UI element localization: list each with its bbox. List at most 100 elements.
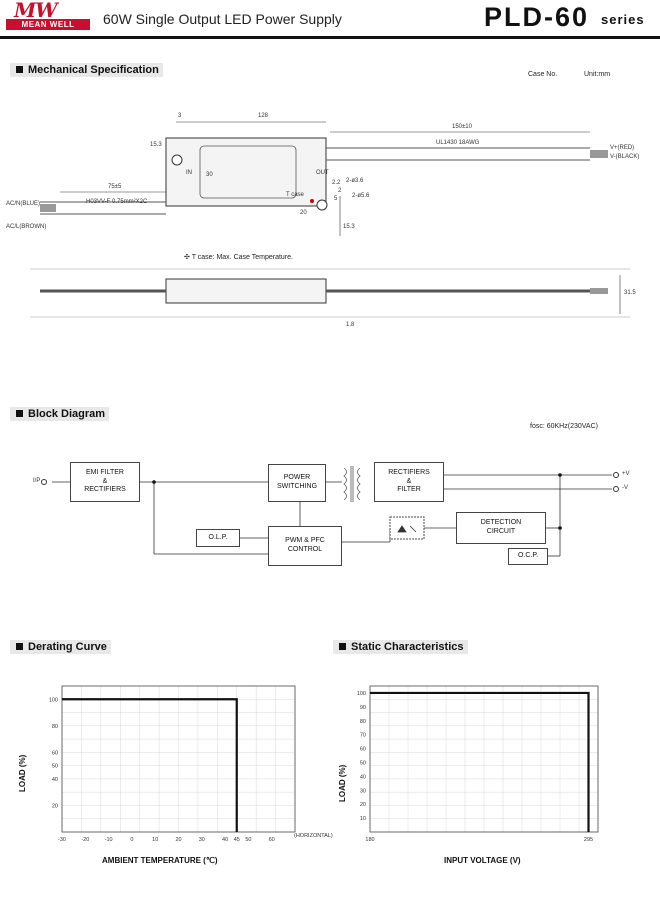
input-wire-tip	[40, 204, 56, 212]
derating-ylabel: LOAD (%)	[18, 754, 27, 792]
dim-output-len: 150±10	[452, 124, 472, 130]
dim-left-3: 3	[178, 113, 182, 119]
derating-x-tick: -10	[105, 837, 113, 843]
model-name: PLD-60	[484, 2, 590, 32]
vminus-label: -V	[622, 485, 628, 491]
mount-hole-right	[316, 199, 328, 211]
tcase-mark: T case	[286, 192, 304, 198]
derating-y-tick: 20	[52, 803, 58, 809]
unit-label: Unit:mm	[584, 71, 611, 78]
static-y-tick: 40	[360, 774, 366, 780]
derating-series-line	[62, 698, 238, 832]
derating-xlabel: AMBIENT TEMPERATURE (℃)	[102, 856, 218, 865]
static-series-line	[370, 691, 590, 832]
derating-y-tick: 60	[52, 750, 58, 756]
derating-plot-frame	[61, 685, 296, 833]
section-mechanical: Mechanical Specification	[10, 63, 163, 77]
tcase-note: ✣ T case: Max. Case Temperature.	[184, 254, 293, 261]
ocp-block: O.C.P.	[508, 548, 548, 565]
bullet-square-icon	[16, 66, 23, 73]
dim-side-31-5: 31.5	[624, 290, 636, 296]
mount-hole-left	[171, 154, 183, 166]
optocoupler-icon	[389, 516, 425, 540]
static-y-tick: 30	[360, 788, 366, 794]
derating-x-tick: 40	[222, 837, 228, 843]
section-derating-curve: Derating Curve	[10, 640, 111, 654]
fosc-label: fosc: 60KHz(230VAC)	[530, 423, 598, 430]
derating-x-tick: 60	[269, 837, 275, 843]
side-output-tip	[590, 288, 608, 294]
dim-right-15-3: 15.3	[343, 224, 355, 230]
page-header: MW MEAN WELL 60W Single Output LED Power…	[0, 0, 660, 39]
case-no-label: Case No.	[528, 71, 558, 78]
static-y-tick: 90	[360, 705, 366, 711]
dim-body-20: 20	[300, 210, 307, 216]
bullet-square-icon	[16, 410, 23, 417]
derating-y-tick: 100	[49, 697, 58, 703]
section-static-characteristics: Static Characteristics	[333, 640, 468, 654]
static-x-tick: 180	[365, 837, 374, 843]
derating-x-tick: 10	[152, 837, 158, 843]
vplus-label: +V	[622, 471, 630, 477]
derating-y-tick: 50	[52, 764, 58, 770]
derating-x-tick: 20	[175, 837, 181, 843]
static-y-tick: 80	[360, 719, 366, 725]
psu-body-top	[165, 137, 327, 207]
out-label: OUT	[316, 170, 329, 176]
section-block-diagram: Block Diagram	[10, 407, 110, 421]
static-plot-frame	[369, 685, 599, 833]
static-y-tick: 100	[357, 691, 366, 697]
output-wire-tip	[590, 150, 608, 158]
document-title: 60W Single Output LED Power Supply	[103, 11, 342, 27]
derating-y-tick: 80	[52, 724, 58, 730]
dim-body-30: 30	[206, 172, 213, 178]
dim-left-15-3: 15.3	[150, 142, 162, 148]
static-y-tick: 10	[360, 816, 366, 822]
derating-x-suffix: (HORIZONTAL)	[294, 833, 333, 839]
dim-side-1-8: 1.8	[346, 322, 355, 328]
static-y-tick: 60	[360, 747, 366, 753]
meanwell-logo: MW MEAN WELL	[6, 0, 92, 30]
ip-label: I/P	[33, 478, 41, 484]
psu-label-area	[199, 145, 297, 199]
derating-x-tick: -30	[58, 837, 66, 843]
dim-hole-b: 2-ø5.6	[352, 193, 370, 199]
dim-right-5: 5	[334, 196, 338, 202]
bullet-square-icon	[16, 643, 23, 650]
emi-filter-block: EMI FILTER&RECTIFIERS	[70, 462, 140, 502]
wire-ac-l: AC/L(BROWN)	[6, 224, 47, 230]
wire-v-minus: V-(BLACK)	[610, 154, 640, 160]
wire-v-plus: V+(RED)	[610, 145, 635, 151]
derating-x-tick: -20	[81, 837, 89, 843]
logo-text: MEAN WELL	[6, 19, 90, 30]
dim-output-cable: UL1430 18AWG	[436, 140, 480, 146]
derating-x-tick: 45	[234, 837, 240, 843]
rectifier-filter-block: RECTIFIERS&FILTER	[374, 462, 444, 502]
block-diagram-wires	[41, 466, 619, 557]
dim-right-2: 2	[338, 188, 342, 194]
static-y-tick: 50	[360, 760, 366, 766]
dim-hole-a: 2-ø3.6	[346, 178, 364, 184]
tcase-note-icon: ✣	[184, 254, 192, 261]
wire-ac-n: AC/N(BLUE)	[6, 201, 41, 207]
dim-top-width: 128	[258, 113, 269, 119]
derating-y-tick: 40	[52, 777, 58, 783]
dim-input-len: 75±5	[108, 184, 122, 190]
derating-x-tick: 0	[130, 837, 133, 843]
static-xlabel: INPUT VOLTAGE (V)	[444, 856, 521, 865]
derating-x-tick: 30	[199, 837, 205, 843]
mechanical-drawing	[30, 121, 630, 318]
static-y-tick: 20	[360, 802, 366, 808]
static-y-tick: 70	[360, 733, 366, 739]
series-label: series	[601, 12, 645, 27]
logo-mark: MW	[14, 0, 58, 22]
tcase-point-icon	[310, 199, 314, 203]
static-x-tick: 295	[584, 837, 593, 843]
dim-input-cable: H03VV-F 0.75mm²X2C	[86, 199, 148, 205]
in-label: IN	[186, 170, 192, 176]
derating-x-tick: 50	[245, 837, 251, 843]
